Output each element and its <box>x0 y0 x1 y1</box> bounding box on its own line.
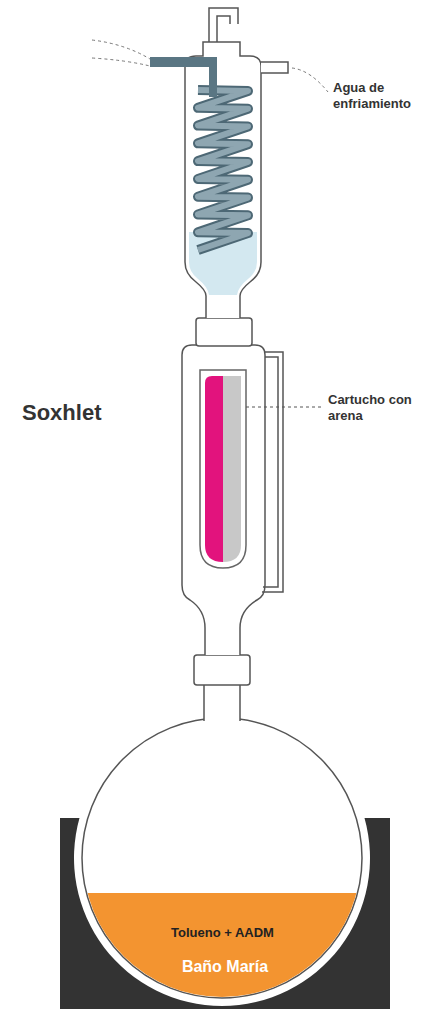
water-flow <box>292 68 328 92</box>
thimble-outline <box>200 370 246 568</box>
node-text: Tolueno + AADM <box>171 925 274 941</box>
coil-fill <box>198 90 248 250</box>
leader-line <box>246 407 322 408</box>
water-flow <box>92 40 150 66</box>
water-inlet <box>209 57 217 97</box>
sample <box>205 376 223 562</box>
coil-outline <box>198 90 248 250</box>
top-tube <box>209 8 238 42</box>
cooling-coil <box>198 90 248 250</box>
flask-neck-fill <box>204 700 240 725</box>
condenser-body <box>185 42 261 318</box>
apparatus-name: Soxhlet <box>22 400 142 426</box>
water-outlet <box>261 62 288 73</box>
water-inlet <box>150 57 217 67</box>
glass-joint <box>196 318 252 346</box>
sand <box>223 376 241 562</box>
siphon-arm <box>262 352 283 592</box>
liquid <box>0 893 445 1009</box>
liquid-box: Tolueno + AADM <box>120 912 325 954</box>
node-text: Baño María <box>182 957 268 976</box>
callout-label: Agua de enfriamiento <box>333 80 439 111</box>
glass-joint <box>194 655 250 685</box>
callout-label: Cartucho con arena <box>328 392 418 423</box>
flask-neck <box>204 685 240 721</box>
extractor-body <box>182 345 265 655</box>
